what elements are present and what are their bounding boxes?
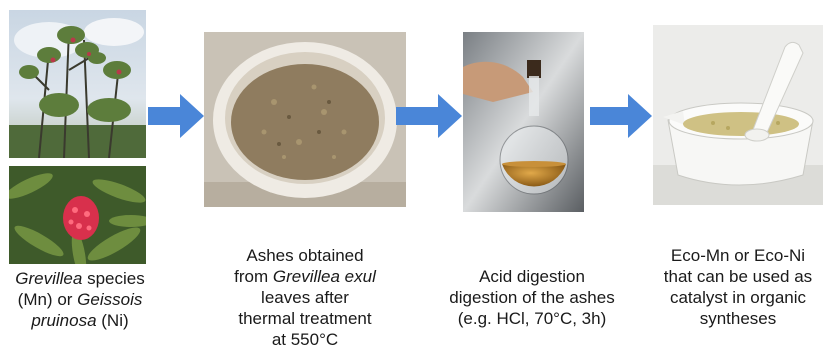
caption-step-2-line-1: Ashes obtained (246, 246, 364, 265)
caption-step-3-line-1: Acid digestion (479, 267, 585, 286)
caption-step-4: Eco-Mn or Eco-Ni that can be used as cat… (650, 245, 826, 329)
caption-step-3-line-3: (e.g. HCl, 70°C, 3h) (457, 309, 607, 328)
photo-acid-flask (463, 32, 584, 212)
caption-step-4-line-3: catalyst in organic (669, 288, 807, 307)
arrow-step-1-to-2 (148, 92, 204, 140)
photo-grevillea-trees (9, 10, 146, 158)
caption-step-1-line-2: (Mn) or Geissois (17, 290, 143, 309)
caption-step-2-line-2: from Grevillea exul (234, 267, 376, 286)
caption-step-1-line-3: pruinosa (Ni) (31, 311, 129, 330)
caption-step-2-line-5: at 550°C (271, 330, 339, 349)
photo-ashes-bowl (204, 32, 406, 207)
caption-step-2-line-3: leaves after (261, 288, 349, 307)
photo-geissois-flower (9, 166, 146, 264)
caption-step-3-line-2: digestion of the ashes (449, 288, 615, 307)
caption-step-1-line-1: Grevillea species (15, 269, 145, 288)
caption-step-2-line-4: thermal treatment (238, 309, 372, 328)
caption-step-4-line-4: syntheses (699, 309, 777, 328)
caption-step-3: Acid digestion digestion of the ashes (e… (432, 266, 632, 329)
caption-step-4-line-1: Eco-Mn or Eco-Ni (670, 246, 806, 265)
caption-step-1: Grevillea species (Mn) or Geissois pruin… (0, 268, 160, 331)
arrow-step-2-to-3 (396, 92, 462, 140)
photo-mortar-pestle (653, 25, 823, 205)
arrow-step-3-to-4 (590, 92, 652, 140)
caption-step-4-line-2: that can be used as (663, 267, 813, 286)
caption-step-2: Ashes obtained from Grevillea exul leave… (212, 245, 398, 350)
